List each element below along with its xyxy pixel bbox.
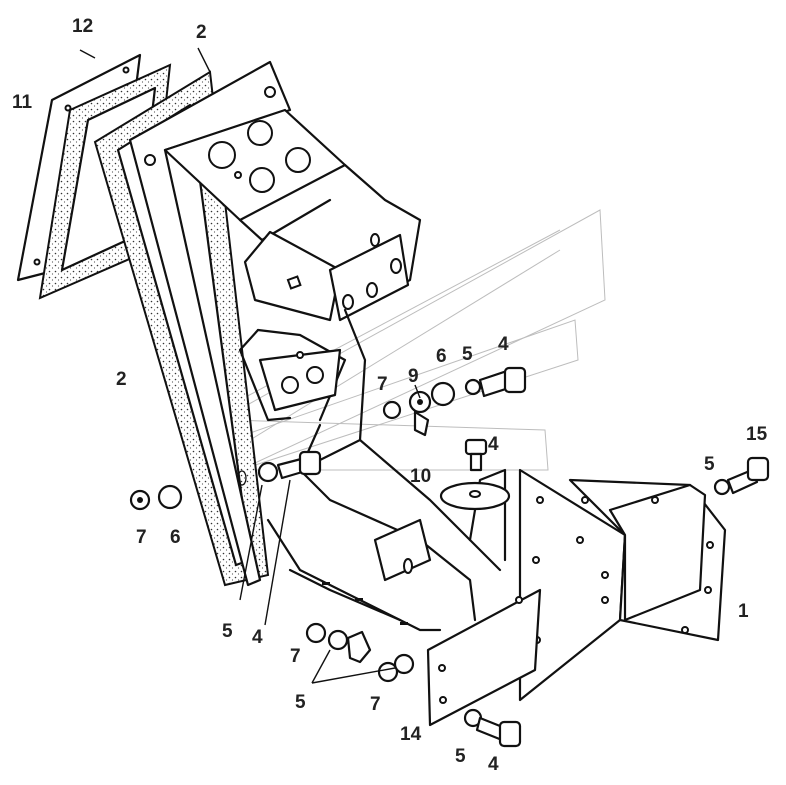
callout-10: 10	[410, 466, 431, 487]
callout-7-upper: 7	[377, 374, 388, 395]
callout-1: 1	[738, 601, 749, 622]
nut-and-washer-lower	[305, 622, 415, 683]
callout-5-right: 5	[704, 454, 715, 475]
main-bracket-body	[128, 60, 507, 632]
bolt-and-washer-part-10	[439, 438, 511, 511]
bolt-assembly-bottom	[463, 708, 522, 748]
callout-4-bottom: 4	[488, 754, 499, 775]
callout-4-bottom-left: 4	[252, 627, 263, 648]
callout-2-top: 2	[196, 22, 207, 43]
callout-4-mid: 4	[488, 434, 499, 455]
callout-12: 12	[72, 16, 93, 37]
bolt-assembly-right	[713, 456, 770, 496]
callout-5-bottom-left: 5	[222, 621, 233, 642]
callout-9: 9	[408, 366, 419, 387]
mount-bracket-part-1	[518, 468, 727, 702]
callout-5-low: 5	[295, 692, 306, 713]
callout-7-low-right: 7	[370, 694, 381, 715]
callout-6-upper: 6	[436, 346, 447, 367]
leader-lines	[79, 47, 421, 684]
callout-4-upper: 4	[498, 334, 509, 355]
callout-11: 11	[12, 92, 33, 113]
callout-15: 15	[746, 424, 768, 445]
clamp-plate-part-14	[426, 588, 542, 727]
callout-5-upper: 5	[462, 344, 473, 365]
callout-6-left: 6	[170, 527, 181, 548]
callout-2-left: 2	[116, 369, 127, 390]
callout-7-left: 7	[136, 527, 147, 548]
bolt-assembly-upper	[382, 366, 527, 437]
callout-5-bottom: 5	[455, 746, 466, 767]
callout-7-low-left: 7	[290, 646, 301, 667]
callout-labels: 12 2 11 2 7 9 6 5 4 4 10 15 5 1 7 6 5 4 …	[12, 16, 768, 775]
callout-14: 14	[400, 724, 422, 745]
bolt-assembly-left	[129, 450, 322, 511]
